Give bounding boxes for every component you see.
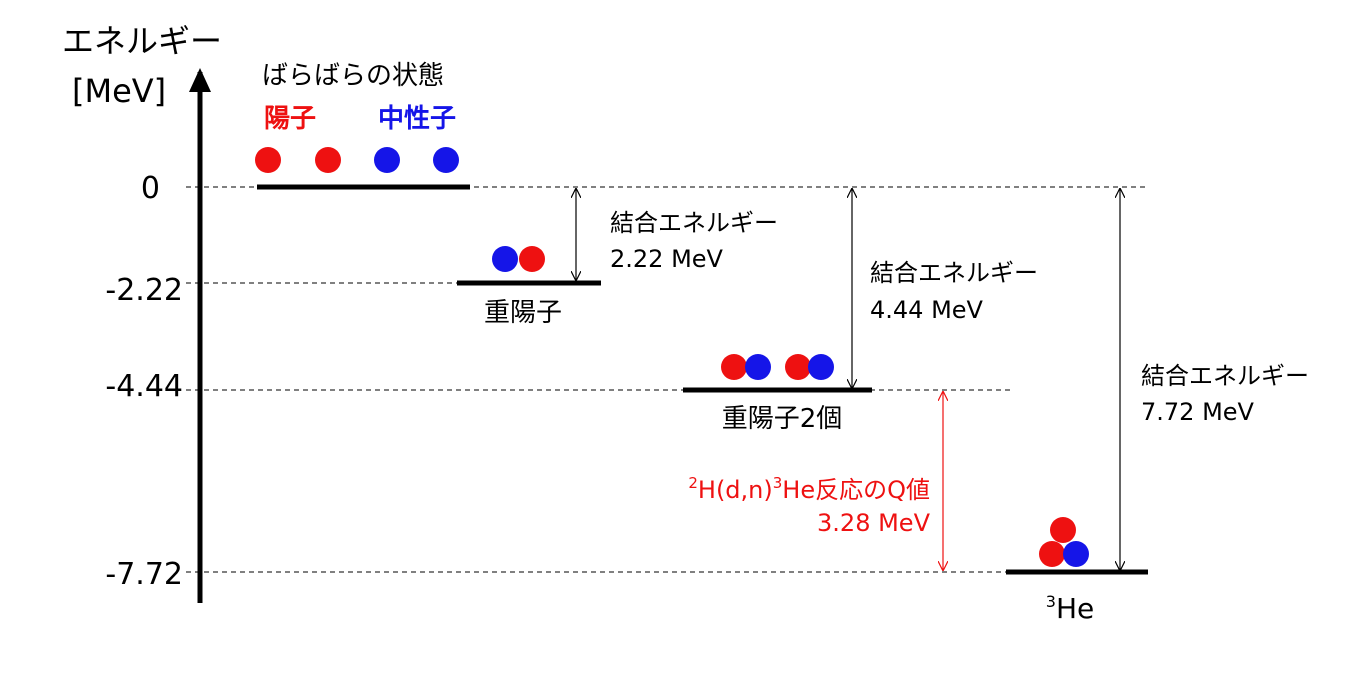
- q-part-2: He反応のQ値: [782, 476, 930, 504]
- q-value-title: 2H(d,n)3He反応のQ値: [688, 474, 930, 504]
- binding-value-helium3: 7.72 MeV: [1141, 398, 1255, 426]
- helium3-text: He: [1056, 592, 1094, 625]
- q-value-value: 3.28 MeV: [817, 509, 931, 537]
- axis-title-line1: エネルギー: [62, 22, 222, 60]
- proton-particle: [519, 246, 545, 272]
- neutron-particle: [745, 354, 771, 380]
- tick-label-7-72: -7.72: [105, 557, 183, 592]
- proton-particle: [255, 147, 281, 173]
- neutron-particle: [1063, 541, 1089, 567]
- axis-arrowhead: [189, 68, 211, 92]
- axis-title-line2: [MeV]: [72, 72, 166, 110]
- q-sup-2: 3: [773, 474, 783, 492]
- binding-title-deuteron: 結合エネルギー: [610, 209, 778, 237]
- proton-particle: [785, 354, 811, 380]
- neutron-particle: [374, 147, 400, 173]
- binding-value-deuteron: 2.22 MeV: [610, 245, 724, 273]
- proton-particle: [1039, 541, 1065, 567]
- binding-value-two-deuterons: 4.44 MeV: [870, 296, 984, 324]
- helium3-sup: 3: [1046, 592, 1056, 611]
- proton-label: 陽子: [264, 104, 316, 134]
- proton-particle: [721, 354, 747, 380]
- free-state-title: ばらばらの状態: [262, 61, 444, 91]
- tick-label-0: 0: [141, 171, 160, 206]
- two-deuterons-label: 重陽子2個: [722, 404, 843, 434]
- tick-label-2-22: -2.22: [105, 273, 183, 308]
- helium3-label: 3He: [1046, 592, 1094, 625]
- binding-title-helium3: 結合エネルギー: [1141, 362, 1309, 390]
- binding-title-two-deuterons: 結合エネルギー: [870, 259, 1038, 287]
- neutron-particle: [492, 246, 518, 272]
- q-part-1: H(d,n): [698, 476, 773, 504]
- q-sup-1: 2: [688, 474, 698, 492]
- proton-particle: [1050, 517, 1076, 543]
- tick-label-4-44: -4.44: [105, 369, 183, 404]
- neutron-label: 中性子: [378, 104, 456, 134]
- neutron-particle: [433, 147, 459, 173]
- deuteron-label: 重陽子: [484, 298, 562, 328]
- neutron-particle: [808, 354, 834, 380]
- proton-particle: [315, 147, 341, 173]
